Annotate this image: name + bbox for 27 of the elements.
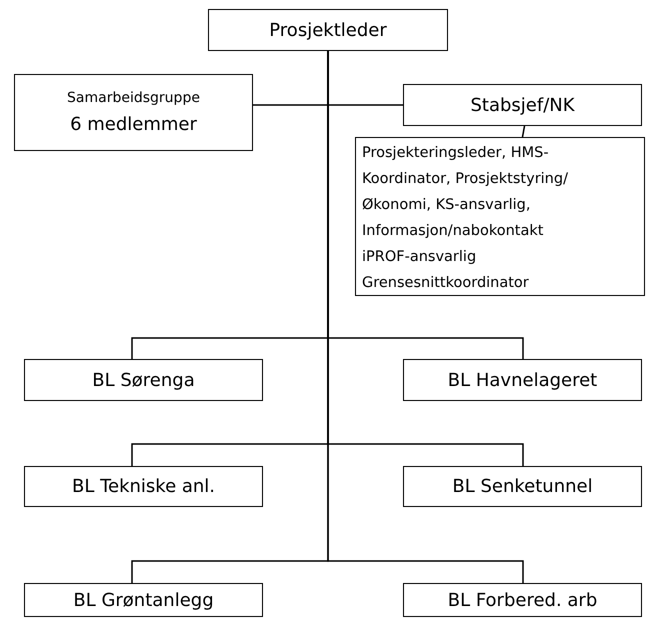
list-item-text: Prosjekteringsleder, HMS- bbox=[362, 144, 549, 163]
unit-box bbox=[24, 583, 263, 617]
list-item-text: Grensesnittkoordinator bbox=[362, 274, 529, 293]
group-box bbox=[14, 74, 253, 151]
staff-list-box bbox=[355, 137, 645, 296]
box-label: Prosjektleder bbox=[269, 20, 387, 40]
box-label: BL Forbered. arb bbox=[448, 590, 598, 610]
box-label: BL Tekniske anl. bbox=[72, 476, 216, 497]
unit-box bbox=[24, 359, 263, 401]
box-label: Samarbeidsgruppe bbox=[67, 90, 200, 106]
connector-line bbox=[522, 126, 526, 138]
role-box bbox=[403, 84, 642, 126]
list-item-text: Økonomi, KS-ansvarlig, bbox=[362, 196, 530, 215]
title-box bbox=[208, 9, 448, 51]
box-label: BL Sørenga bbox=[92, 370, 195, 390]
box-label: 6 medlemmer bbox=[70, 114, 197, 135]
unit-box bbox=[403, 359, 642, 401]
list-item-text: Koordinator, Prosjektstyring/ bbox=[362, 170, 568, 189]
unit-box bbox=[24, 466, 263, 507]
box-label: Stabsjef/NK bbox=[470, 94, 575, 116]
box-label: BL Havnelageret bbox=[448, 370, 598, 390]
list-item-text: Informasjon/nabokontakt bbox=[362, 222, 544, 241]
unit-box bbox=[403, 466, 642, 507]
box-label: BL Grøntanlegg bbox=[73, 590, 214, 610]
unit-box bbox=[403, 583, 642, 617]
box-label: BL Senketunnel bbox=[452, 476, 593, 497]
list-item-text: iPROF-ansvarlig bbox=[362, 248, 476, 267]
